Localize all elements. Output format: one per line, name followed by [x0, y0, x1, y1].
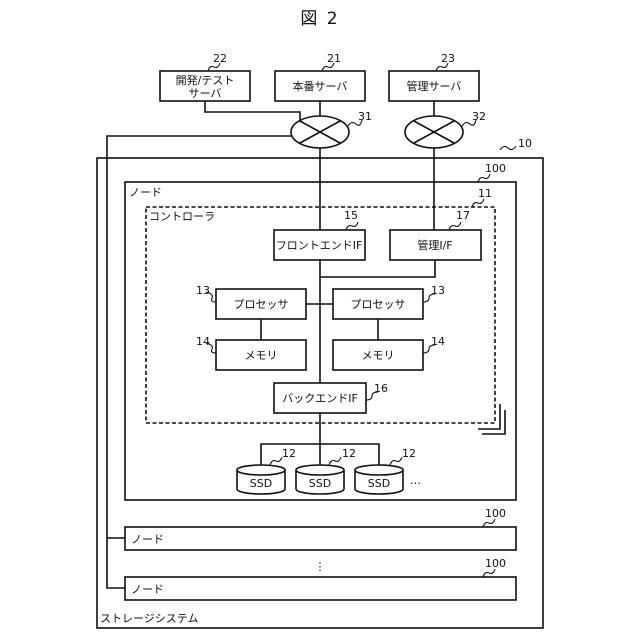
more-nodes-ellipsis: ⋮: [315, 560, 326, 573]
ref-23: 23: [441, 52, 455, 65]
ref-13-2: 13: [431, 284, 445, 297]
management-if: 管理I/F: [390, 230, 481, 260]
ref-100-1: 100: [485, 162, 506, 175]
ref-31: 31: [358, 110, 372, 123]
ref-12-3: 12: [402, 447, 416, 460]
wire-dev-to-switch1: [205, 101, 300, 122]
ref-21: 21: [327, 52, 341, 65]
more-drives-ellipsis: …: [410, 474, 421, 487]
controller-label: コントローラ: [149, 210, 215, 223]
ssd-2: SSD: [296, 465, 344, 494]
figure-title: 図 2: [300, 9, 339, 29]
ref-32: 32: [472, 110, 486, 123]
ref-12-1: 12: [282, 447, 296, 460]
ref-10: 10: [518, 137, 532, 150]
ref-leader-10: [500, 146, 516, 150]
ref-100-2: 100: [485, 507, 506, 520]
ssd-3-label: SSD: [368, 477, 390, 490]
memory-1-label: メモリ: [245, 349, 278, 362]
backend-if-label: バックエンドIF: [282, 392, 358, 405]
management-server-label: 管理サーバ: [407, 79, 462, 93]
ref-14-1: 14: [196, 335, 210, 348]
processor-2: プロセッサ: [333, 289, 423, 319]
management-if-label: 管理I/F: [417, 238, 452, 252]
ref-14-2: 14: [431, 335, 445, 348]
node-label-2: ノード: [131, 533, 164, 546]
node-label-1: ノード: [129, 186, 162, 199]
management-server: 管理サーバ: [389, 71, 479, 101]
frontend-if: フロントエンドIF: [274, 230, 365, 260]
network-switch-31: [291, 116, 349, 148]
ref-100-3: 100: [485, 557, 506, 570]
memory-1: メモリ: [216, 340, 306, 370]
processor-1: プロセッサ: [216, 289, 306, 319]
ssd-1-label: SSD: [250, 477, 272, 490]
node-label-3: ノード: [131, 583, 164, 596]
storage-system-label: ストレージシステム: [100, 612, 198, 625]
ssd-1: SSD: [237, 465, 285, 494]
processor-2-label: プロセッサ: [351, 298, 406, 311]
ref-17: 17: [456, 209, 470, 222]
memory-2-label: メモリ: [362, 349, 395, 362]
ref-13-1: 13: [196, 284, 210, 297]
ref-15: 15: [344, 209, 358, 222]
processor-1-label: プロセッサ: [234, 298, 289, 311]
ref-16: 16: [374, 382, 388, 395]
network-switch-32: [405, 116, 463, 148]
ref-22: 22: [213, 52, 227, 65]
ref-12-2: 12: [342, 447, 356, 460]
ssd-3: SSD: [355, 465, 403, 494]
dev-test-server: 開発/テスト サーバ: [160, 71, 250, 101]
production-server-label: 本番サーバ: [293, 79, 348, 93]
node-box-3: [125, 577, 516, 600]
node-box-2: [125, 527, 516, 550]
ref-11: 11: [478, 187, 492, 200]
memory-2: メモリ: [333, 340, 423, 370]
backend-if: バックエンドIF: [274, 383, 366, 413]
production-server: 本番サーバ: [275, 71, 365, 101]
ssd-2-label: SSD: [309, 477, 331, 490]
dev-test-server-label-2: サーバ: [189, 87, 222, 100]
dev-test-server-label-1: 開発/テスト: [176, 73, 235, 87]
frontend-if-label: フロントエンドIF: [276, 239, 363, 252]
